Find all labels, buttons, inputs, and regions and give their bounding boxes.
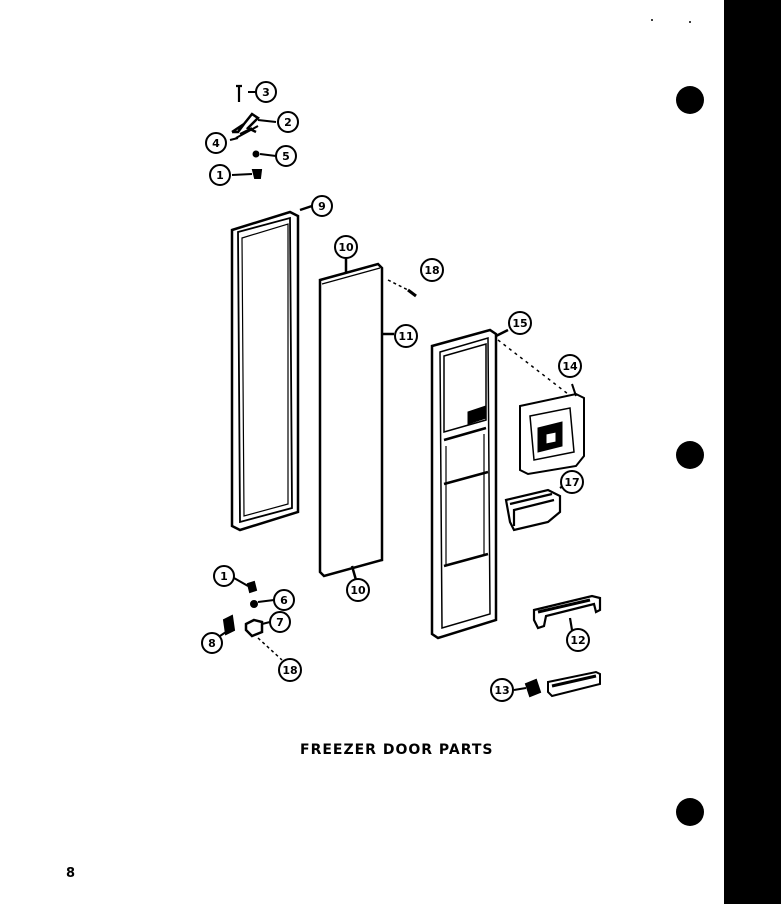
callout-11: 11: [394, 324, 418, 348]
callout-15: 15: [508, 311, 532, 335]
callout-6: 6: [273, 589, 295, 611]
callout-6-label: 6: [280, 594, 288, 607]
lower-hinge: [244, 618, 264, 638]
hinge-bushing: [252, 150, 260, 158]
callout-18-upper-label: 18: [424, 264, 439, 277]
lower-hinge-parts: [219, 577, 283, 661]
callout-5: 5: [275, 145, 297, 167]
callout-3: 3: [255, 81, 277, 103]
callout-1-upper-label: 1: [216, 169, 224, 182]
callout-1-lower: 1: [213, 565, 235, 587]
upper-hinge: [231, 112, 260, 134]
callout-17-label: 17: [564, 476, 579, 489]
callout-10-upper: 10: [334, 235, 358, 259]
callout-18-lower-label: 18: [282, 664, 297, 677]
callout-1-upper: 1: [209, 164, 231, 186]
callout-7: 7: [269, 611, 291, 633]
scan-speck: [689, 21, 691, 23]
callout-14: 14: [558, 354, 582, 378]
callout-5-label: 5: [282, 150, 290, 163]
callout-10-lower-label: 10: [350, 584, 366, 597]
hinge-shim: [235, 125, 259, 139]
door-handle: [532, 594, 602, 631]
callout-8: 8: [201, 632, 223, 654]
callout-9-label: 9: [318, 200, 326, 213]
drip-tray: [504, 483, 567, 532]
dispenser-bracket: [519, 383, 585, 476]
callout-9: 9: [311, 195, 333, 217]
callout-3-label: 3: [262, 86, 270, 99]
callout-2-label: 2: [284, 116, 292, 129]
callout-4: 4: [205, 132, 227, 154]
binder-hole-middle: [676, 441, 704, 469]
door-gasket: [230, 204, 313, 532]
callout-13: 13: [490, 678, 514, 702]
hinge-screw: [236, 84, 242, 102]
callout-8-label: 8: [208, 637, 216, 650]
trim-strip: [513, 670, 601, 698]
door-panel: [318, 258, 417, 581]
lower-hinge-cap: [246, 580, 258, 594]
callout-12-label: 12: [570, 634, 585, 647]
callout-14-label: 14: [562, 360, 578, 373]
diagram-caption: FREEZER DOOR PARTS: [300, 742, 494, 758]
binder-hole-top: [676, 86, 704, 114]
callout-2: 2: [277, 111, 299, 133]
panel-screw: [407, 288, 417, 298]
callout-11-label: 11: [398, 330, 413, 343]
scan-speck: [651, 19, 653, 21]
callout-12: 12: [566, 628, 590, 652]
callout-18-lower: 18: [278, 658, 302, 682]
hinge-plate: [222, 614, 236, 636]
callout-1-lower-label: 1: [220, 570, 228, 583]
callout-10-lower: 10: [346, 578, 370, 602]
callout-10-upper-label: 10: [338, 241, 354, 254]
dispenser-opening: [467, 405, 487, 425]
callout-7-label: 7: [276, 616, 284, 629]
binder-hole-bottom: [676, 798, 704, 826]
inner-door-liner: [430, 328, 569, 640]
trim-clip: [524, 678, 542, 698]
lower-bushing: [250, 600, 258, 608]
callout-13-label: 13: [494, 684, 509, 697]
callout-18-upper: 18: [420, 258, 444, 282]
callout-4-label: 4: [212, 137, 220, 150]
binder-edge-bar: [724, 0, 781, 904]
page-number: 8: [66, 866, 76, 881]
callout-17: 17: [560, 470, 584, 494]
callout-15-label: 15: [512, 317, 527, 330]
hinge-cap: [251, 169, 263, 179]
